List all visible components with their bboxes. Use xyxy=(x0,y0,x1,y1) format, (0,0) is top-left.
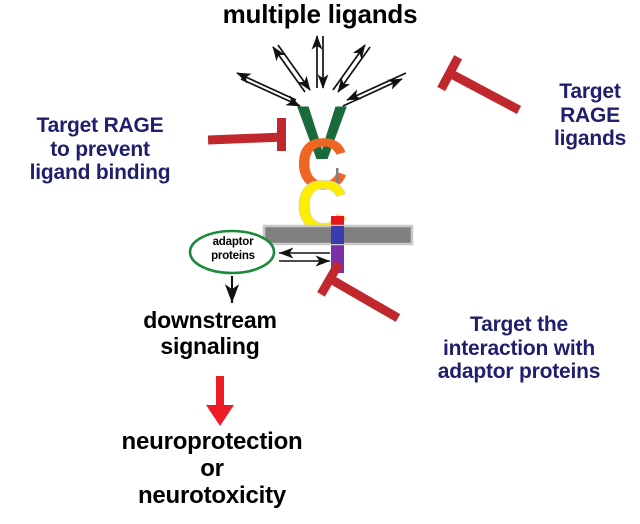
title-multiple-ligands: multiple ligands xyxy=(222,0,418,29)
outcome-red-arrow xyxy=(206,376,234,426)
label-target-adaptor-interaction: Target the interaction with adaptor prot… xyxy=(437,313,601,384)
ligand-arrows-group xyxy=(236,35,407,107)
ligand-arrow-pair-4 xyxy=(332,44,371,93)
rage-v-domain-glyph: V xyxy=(297,91,348,176)
label-target-rage-ligands: Target RAGE ligands xyxy=(553,80,627,151)
ligand-arrow-pair-1 xyxy=(236,72,301,107)
adaptor-exchange-arrows xyxy=(279,247,330,267)
rage-receptor-group: V C C xyxy=(296,91,348,273)
adaptor-proteins-ellipse xyxy=(188,229,276,275)
ligand-arrow-pair-5 xyxy=(342,72,407,107)
label-downstream-signaling: downstream signaling xyxy=(143,307,277,359)
inhibitor-rage-ligands xyxy=(437,55,522,114)
ligand-arrow-pair-3 xyxy=(311,35,329,89)
inhibitor-adaptor-interaction xyxy=(317,260,401,322)
plasma-membrane xyxy=(262,224,414,246)
label-neuroprotection-or-neurotoxicity: neuroprotection or neurotoxicity xyxy=(121,428,303,509)
rage-domain-linker xyxy=(336,168,339,190)
label-target-rage-prevent-ligand-binding: Target RAGE to prevent ligand binding xyxy=(29,114,171,185)
ligand-arrow-pair-2 xyxy=(272,44,311,93)
rage-c1-domain-glyph: C xyxy=(296,125,348,205)
inhibitor-ligand-binding xyxy=(207,118,286,151)
label-adaptor-proteins: adaptor proteins xyxy=(211,236,255,262)
